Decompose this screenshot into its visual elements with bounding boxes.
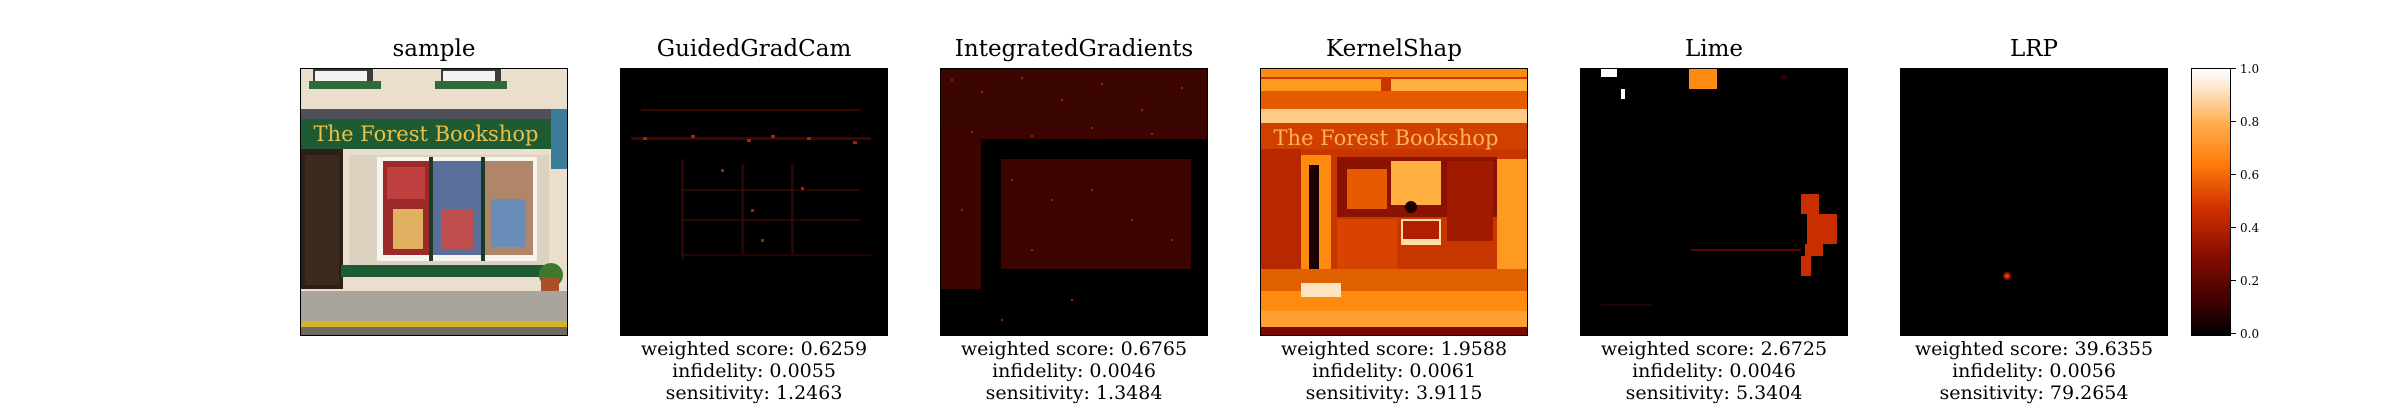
panel-title: IntegratedGradients xyxy=(954,36,1194,62)
attribution-heatmap xyxy=(2003,272,2011,280)
sensitivity: sensitivity: 5.3404 xyxy=(1625,382,1803,404)
attribution-map: The Forest Bookshop xyxy=(1260,68,1528,336)
colorbar xyxy=(2191,68,2231,336)
colorbar-tick xyxy=(2230,280,2236,281)
colorbar-tick-label: 0.8 xyxy=(2240,115,2260,129)
attribution-heatmap xyxy=(941,69,1207,321)
attribution-heatmap xyxy=(1601,69,1837,306)
attribution-heatmap xyxy=(631,109,871,259)
sensitivity: sensitivity: 3.9115 xyxy=(1305,382,1483,404)
weighted-score: weighted score: 0.6259 xyxy=(640,338,868,360)
colorbar-tick-label: 0.6 xyxy=(2240,168,2260,182)
infidelity: infidelity: 0.0061 xyxy=(1312,360,1476,382)
panel-title: KernelShap xyxy=(1326,36,1462,62)
infidelity: infidelity: 0.0055 xyxy=(672,360,836,382)
storefront-photo: The Forest Bookshop xyxy=(301,69,567,335)
metrics-block: weighted score: 39.6355 infidelity: 0.00… xyxy=(1860,338,2208,404)
shop-sign-text: The Forest Bookshop xyxy=(314,122,539,146)
shop-sign-text: The Forest Bookshop xyxy=(1274,126,1499,150)
colorbar-tick-label: 0.4 xyxy=(2240,221,2260,235)
sensitivity: sensitivity: 79.2654 xyxy=(1939,382,2129,404)
weighted-score: weighted score: 1.9588 xyxy=(1280,338,1508,360)
attribution-map xyxy=(620,68,888,336)
sensitivity: sensitivity: 1.2463 xyxy=(665,382,843,404)
attribution-heatmap: The Forest Bookshop xyxy=(1261,69,1527,335)
weighted-score: weighted score: 0.6765 xyxy=(960,338,1188,360)
colorbar-tick-label: 1.0 xyxy=(2240,62,2260,76)
attribution-map xyxy=(940,68,1208,336)
metrics-block: weighted score: 0.6765 infidelity: 0.004… xyxy=(900,338,1248,404)
panel-lime: Lime weighted score: 2.6725 infidelity: … xyxy=(1580,0,1848,404)
colorbar-tick-label: 0.2 xyxy=(2240,274,2260,288)
sensitivity: sensitivity: 1.3484 xyxy=(985,382,1163,404)
metrics-block: weighted score: 0.6259 infidelity: 0.005… xyxy=(580,338,928,404)
colorbar-tick xyxy=(2230,227,2236,228)
attribution-map xyxy=(1580,68,1848,336)
panel-lrp: LRP weighted score: 39.6355 infidelity: … xyxy=(1900,0,2168,404)
colorbar-tick xyxy=(2230,68,2236,69)
weighted-score: weighted score: 2.6725 xyxy=(1600,338,1828,360)
panel-kernelshap: KernelShap The Forest Bookshop xyxy=(1260,0,1528,404)
panel-guidedgradcam: GuidedGradCam weighted score: 0. xyxy=(620,0,888,404)
metrics-block: weighted score: 1.9588 infidelity: 0.006… xyxy=(1220,338,1568,404)
panel-title: sample xyxy=(392,36,476,62)
infidelity: infidelity: 0.0056 xyxy=(1952,360,2116,382)
panel-title: Lime xyxy=(1684,36,1744,62)
infidelity: infidelity: 0.0046 xyxy=(1632,360,1796,382)
panel-title: LRP xyxy=(2009,36,2059,62)
colorbar-tick xyxy=(2230,174,2236,175)
metrics-block: weighted score: 2.6725 infidelity: 0.004… xyxy=(1540,338,1888,404)
weighted-score: weighted score: 39.6355 xyxy=(1914,338,2154,360)
colorbar-tick xyxy=(2230,121,2236,122)
colorbar-tick-label: 0.0 xyxy=(2240,327,2260,341)
panel-title: GuidedGradCam xyxy=(656,36,852,62)
panel-integratedgradients: IntegratedGradients weighted sco xyxy=(940,0,1208,404)
colorbar-tick xyxy=(2230,333,2236,334)
panel-sample: sample The Forest Bookshop xyxy=(300,0,568,400)
infidelity: infidelity: 0.0046 xyxy=(992,360,1156,382)
sample-image: The Forest Bookshop xyxy=(300,68,568,336)
attribution-map xyxy=(1900,68,2168,336)
